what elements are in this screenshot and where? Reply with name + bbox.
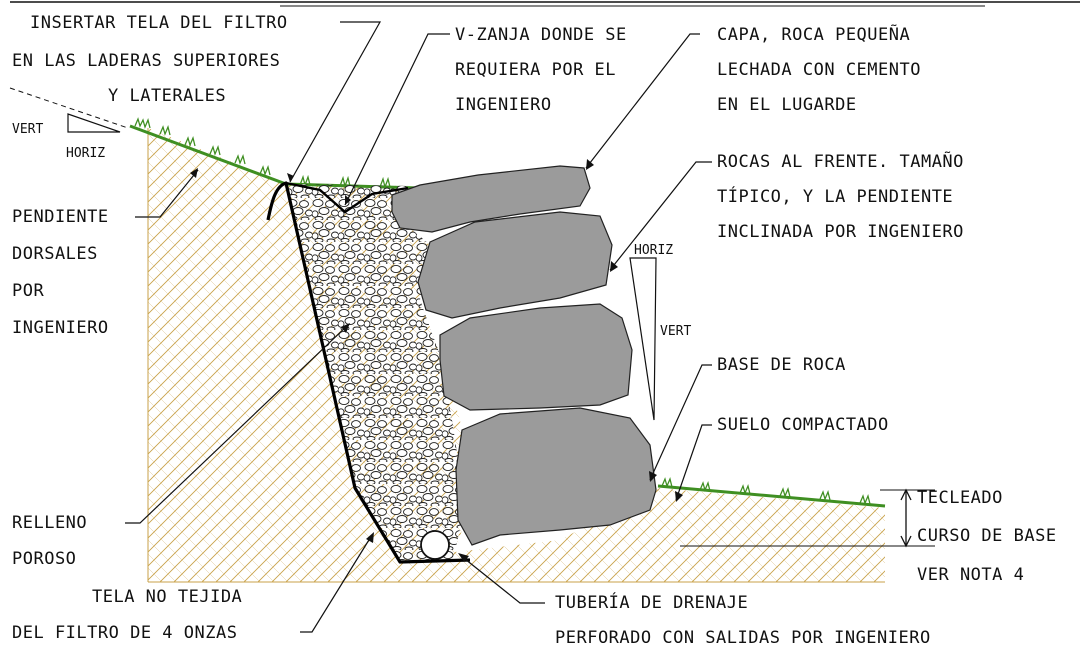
drain-pipe — [420, 530, 450, 560]
leader-insertar — [289, 21, 382, 183]
label-insertar-line-1: INSERTAR TELA DEL FILTRO — [30, 13, 288, 33]
leader-pendiente — [135, 169, 199, 218]
arrow-relleno — [341, 323, 350, 333]
face-rock-2 — [417, 211, 613, 319]
arrow-capa — [586, 159, 594, 170]
base-rock — [455, 407, 657, 546]
label-pendiente-line-4: INGENIERO — [12, 318, 109, 338]
label-capa-line-2: LECHADA CON CEMENTO — [717, 60, 921, 80]
label-tuberia-line-1: TUBERÍA DE DRENAJE — [555, 591, 748, 613]
label-vzanja-line-2: REQUIERA POR EL — [455, 60, 616, 80]
arrow-tela — [366, 532, 374, 543]
leader-suelo — [675, 424, 712, 501]
label-base-roca: BASE DE ROCA — [717, 355, 846, 375]
slope-extension-dashed — [9, 87, 129, 129]
vert-small-label: VERT — [12, 122, 43, 137]
arrow-suelo — [675, 491, 683, 502]
label-vzanja-line-1: V-ZANJA DONDE SE — [455, 25, 627, 45]
v-ditch-line — [285, 181, 409, 214]
cap-rock — [391, 165, 591, 233]
horiz-small-label: HORIZ — [66, 146, 105, 161]
label-tecleado-line-1: TECLEADO — [917, 488, 1003, 508]
batter-ratio-triangle — [629, 257, 657, 421]
label-rocas-line-1: ROCAS AL FRENTE. TAMAÑO — [717, 150, 964, 172]
face-rock-3 — [439, 303, 633, 411]
leader-rocas — [609, 161, 712, 271]
label-relleno-line-1: RELLENO — [12, 513, 87, 533]
horiz-right-label: HORIZ — [634, 243, 673, 258]
label-rocas-line-3: INCLINADA POR INGENIERO — [717, 222, 964, 242]
filter-fabric-line — [266, 181, 471, 564]
leader-capa — [585, 33, 700, 169]
label-rocas-line-2: TÍPICO, Y LA PENDIENTE — [717, 185, 953, 207]
leader-vzanja — [344, 33, 450, 206]
arrow-vzanja — [345, 195, 351, 205]
slope-ratio-triangle — [67, 113, 121, 133]
label-tela-line-2: DEL FILTRO DE 4 ONZAS — [12, 623, 237, 643]
label-tecleado-line-3: VER NOTA 4 — [917, 565, 1024, 585]
label-insertar-line-2: EN LAS LADERAS SUPERIORES — [12, 51, 280, 71]
arrow-insertar — [287, 173, 294, 182]
label-tuberia-line-2: PERFORADO CON SALIDAS POR INGENIERO — [555, 628, 931, 648]
label-pendiente-line-1: PENDIENTE — [12, 207, 109, 227]
grass-blades-lower — [661, 476, 871, 505]
leader-relleno — [125, 324, 349, 524]
arrow-tuberia — [458, 553, 469, 562]
label-pendiente-line-2: DORSALES — [12, 244, 98, 264]
grass-lower-slope — [657, 484, 886, 508]
base-course-arrows — [900, 488, 912, 548]
arrow-rocas — [610, 261, 618, 272]
leader-tela — [300, 534, 373, 633]
label-insertar-line-3: Y LATERALES — [108, 86, 226, 106]
label-tela-line-1: TELA NO TEJIDA — [92, 587, 242, 607]
label-capa-line-3: EN EL LUGARDE — [717, 95, 857, 115]
label-tecleado-line-2: CURSO DE BASE — [917, 526, 1057, 546]
label-relleno-line-2: POROSO — [12, 549, 76, 569]
vert-right-label: VERT — [660, 324, 691, 339]
arrow-pendiente — [190, 168, 198, 178]
leader-tuberia — [459, 554, 545, 604]
label-vzanja-line-3: INGENIERO — [455, 95, 552, 115]
leader-base-roca — [649, 364, 712, 481]
arrow-base-roca — [649, 471, 657, 482]
label-pendiente-line-3: POR — [12, 281, 44, 301]
label-capa-line-1: CAPA, ROCA PEQUEÑA — [717, 23, 910, 45]
label-suelo: SUELO COMPACTADO — [717, 415, 889, 435]
